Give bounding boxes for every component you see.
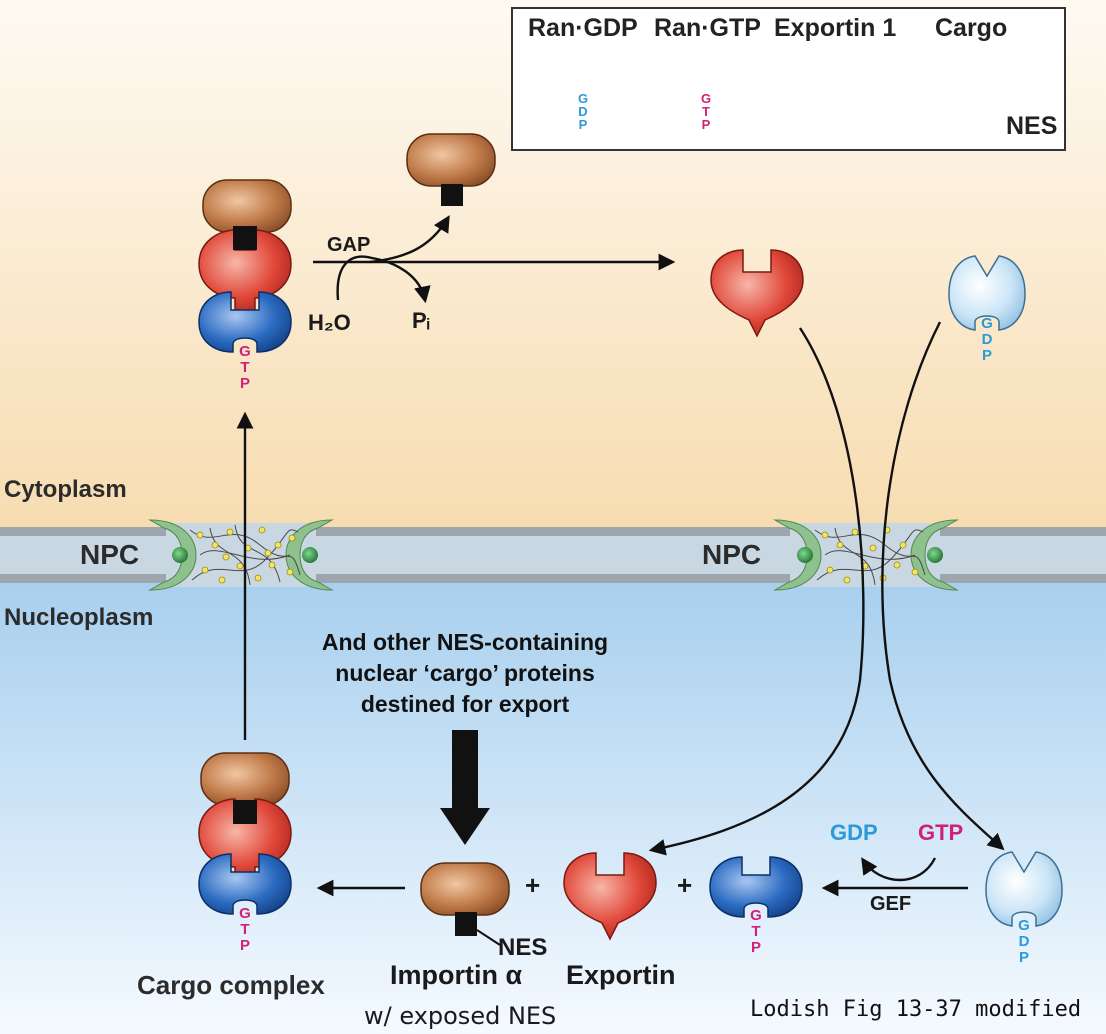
gef-label: GEF: [870, 893, 912, 915]
legend-cargo-label: Cargo: [935, 14, 1008, 42]
legend-ran-gdp-label: Ran·GDP: [528, 14, 638, 42]
cargo-complex-label: Cargo complex: [137, 970, 325, 1000]
gap-label: GAP: [327, 234, 371, 256]
nucleoplasm-label: Nucleoplasm: [4, 604, 154, 631]
cytoplasmic-cargo-complex: [198, 179, 292, 353]
nuclear-cargo-complex: [198, 752, 292, 915]
importin-nes-label: NES: [498, 934, 548, 961]
pathway-arrows: [236, 215, 1005, 897]
exportin-label: Exportin: [566, 960, 676, 990]
importin-alpha-label: Importin α: [390, 960, 523, 990]
legend-nes-label: NES: [1006, 112, 1058, 140]
npc-left-label: NPC: [80, 539, 140, 570]
legend-exportin-label: Exportin 1: [774, 14, 897, 42]
figure-credit: Lodish Fig 13-37 modified: [750, 997, 1082, 1022]
nes-cargo-note: And other NES-containing nuclear ‘cargo’…: [321, 629, 609, 717]
big-down-arrow: [440, 730, 490, 845]
legend-ran-gtp-label: Ran·GTP: [654, 14, 761, 42]
npc-pore-left: [148, 519, 334, 591]
water-label: H₂O: [308, 310, 351, 335]
phosphate-label: Pᵢ: [412, 308, 430, 333]
legend-box: [511, 7, 1066, 151]
nucleoplasm-region: [0, 580, 1106, 1034]
exposed-nes-label: w/ exposed NES: [364, 1002, 557, 1030]
gef-gtp-label: GTP: [918, 820, 964, 845]
cytoplasm-label: Cytoplasm: [4, 476, 127, 503]
gef-gdp-label: GDP: [830, 820, 878, 845]
npc-pore-right: [773, 519, 959, 591]
plus-sign-2: +: [677, 870, 693, 900]
released-cargo: [406, 133, 496, 206]
importin-alpha-glyph: [420, 862, 510, 946]
npc-right-label: NPC: [702, 539, 762, 570]
plus-sign-1: +: [525, 870, 541, 900]
